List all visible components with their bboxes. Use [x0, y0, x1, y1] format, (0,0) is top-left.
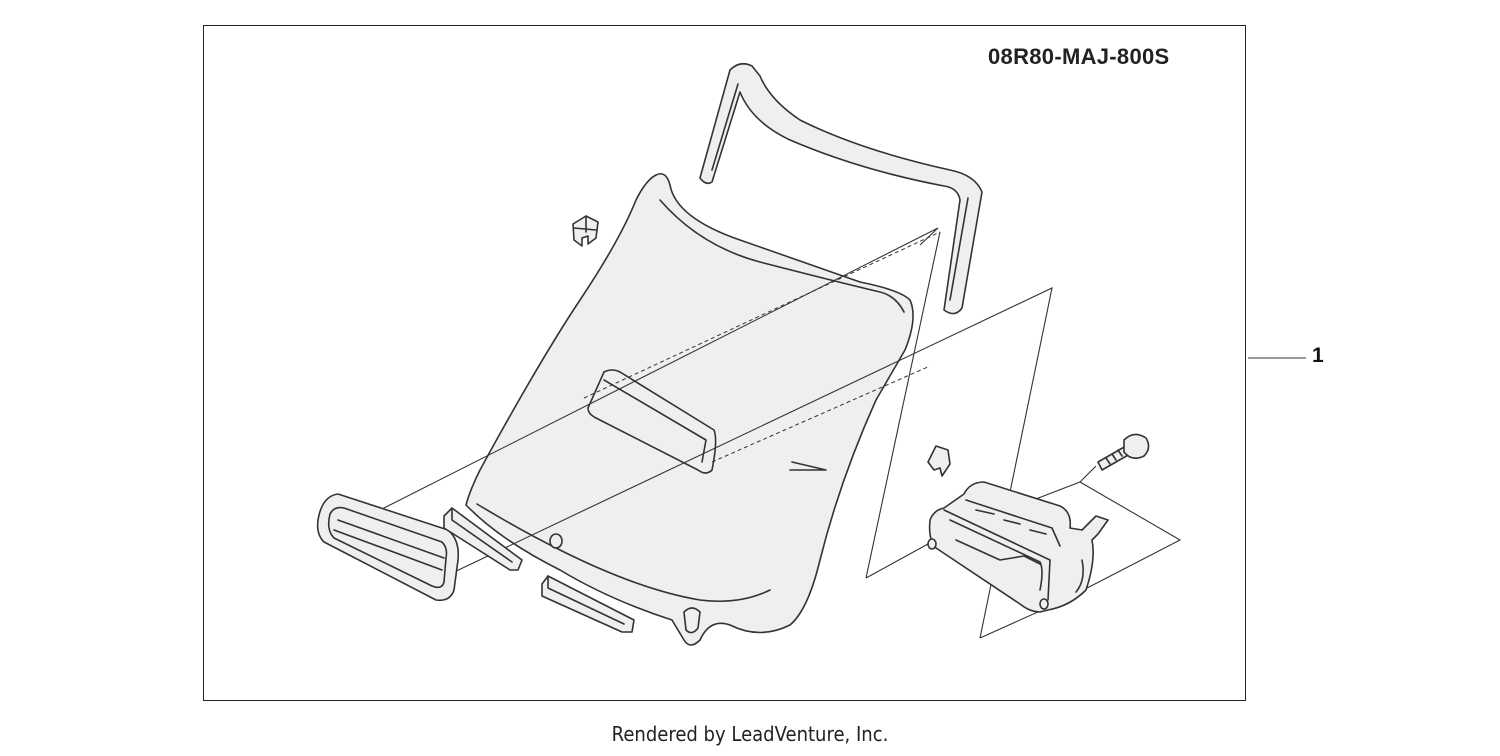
callout-number-1: 1	[1312, 344, 1324, 367]
clip-right[interactable]	[927, 445, 951, 477]
rear-trim-rubber[interactable]	[699, 62, 983, 315]
foam-strip-2[interactable]	[541, 575, 635, 633]
foam-strip-1[interactable]	[443, 507, 523, 571]
part-number-label: 08R80-MAJ-800S	[988, 44, 1170, 69]
windscreen-panel[interactable]	[465, 172, 914, 646]
footer-credit: Rendered by LeadVenture, Inc.	[611, 722, 889, 746]
diagram-frame	[203, 25, 1246, 701]
mounting-bolt[interactable]	[1097, 433, 1150, 471]
clip-upper[interactable]	[572, 215, 599, 247]
dashed-guide-1	[583, 231, 941, 399]
vent-duct-housing[interactable]	[927, 481, 1109, 613]
vent-grille[interactable]	[316, 493, 460, 602]
dashed-guide-2	[711, 365, 931, 463]
